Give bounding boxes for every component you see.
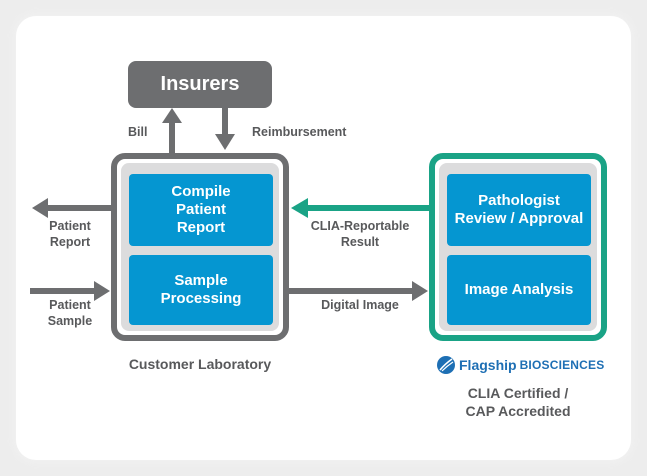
insurers-node: Insurers	[128, 61, 272, 108]
flagship-box: Pathologist Review / Approval Image Anal…	[429, 153, 607, 341]
patient-report-label: Patient Report	[49, 219, 91, 249]
reimbursement-arrow	[215, 108, 235, 150]
customer-laboratory-caption: Customer Laboratory	[128, 356, 272, 372]
digital-image-label: Digital Image	[321, 298, 399, 312]
certification-caption: CLIA Certified / CAP Accredited	[465, 385, 571, 419]
clia-result-arrow	[291, 198, 430, 218]
reimbursement-label: Reimbursement	[252, 125, 347, 139]
patient-report-arrow	[32, 198, 112, 218]
image-analysis-node: Image Analysis	[447, 255, 591, 325]
bill-label: Bill	[128, 125, 148, 139]
logo-suffix: BIOSCIENCES	[519, 358, 605, 372]
bill-arrow	[162, 108, 182, 154]
flagship-logo: Flagship BIOSCIENCES	[436, 355, 604, 375]
clia-result-label: CLIA-Reportable Result	[310, 219, 410, 249]
digital-image-arrow	[289, 281, 428, 301]
logo-name: Flagship	[459, 357, 517, 373]
customer-laboratory-box: Compile Patient Report Sample Processing	[111, 153, 289, 341]
pathologist-review-node: Pathologist Review / Approval	[447, 174, 591, 246]
compile-report-node: Compile Patient Report	[129, 174, 273, 246]
flagship-logo-icon	[437, 356, 455, 374]
sample-processing-node: Sample Processing	[129, 255, 273, 325]
patient-sample-arrow	[30, 281, 110, 301]
patient-sample-label: Patient Sample	[47, 298, 93, 328]
